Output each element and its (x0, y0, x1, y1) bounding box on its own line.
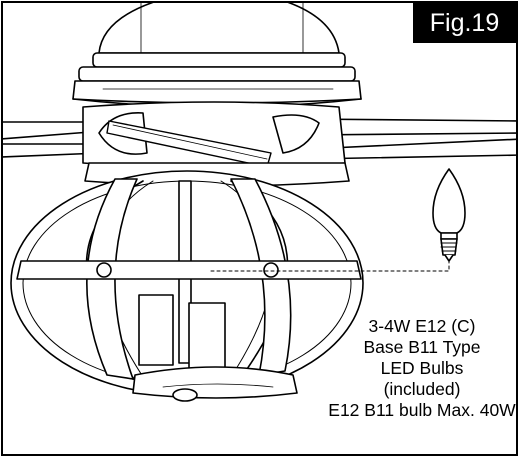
callout-line: (included) (383, 379, 461, 399)
callout-line: E12 B11 bulb Max. 40W (328, 400, 516, 420)
callout-line: 3-4W E12 (C) (368, 316, 476, 336)
candelabra-bulb-icon (432, 168, 466, 262)
figure-label: Fig.19 (413, 3, 516, 43)
bulb-specification-callout: 3-4W E12 (C) Base B11 Type LED Bulbs (in… (317, 316, 516, 421)
callout-line: Base B11 Type (363, 337, 481, 357)
callout-line: LED Bulbs (380, 358, 464, 378)
ceiling-fan-light-kit-illustration (3, 3, 516, 402)
